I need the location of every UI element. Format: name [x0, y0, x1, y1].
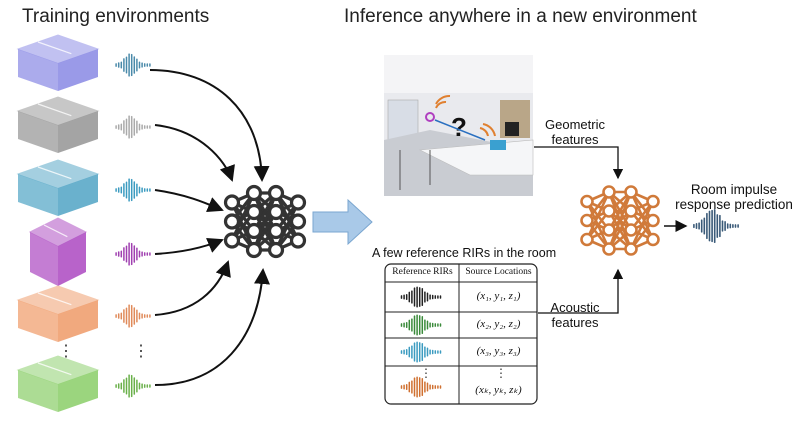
- infer-net-node-0-1: [580, 213, 594, 228]
- training-waveforms: [115, 53, 151, 398]
- training-title: Training environments: [22, 6, 210, 27]
- inference-network: [580, 185, 660, 256]
- geometric-arrow: [534, 146, 624, 180]
- training-waveform-5: [115, 304, 151, 328]
- infer-net-node-3-0: [646, 194, 660, 209]
- arrow-env1: [149, 69, 270, 182]
- infer-net-node-3-1: [646, 213, 660, 228]
- table-waveform-1: [400, 286, 442, 308]
- arrow-env4: [154, 237, 224, 255]
- arrow-env2: [154, 124, 235, 182]
- svg-text:?: ?: [451, 112, 467, 142]
- reference-table: ⋮ ⋮: [384, 263, 538, 405]
- train-net-node-1-1: [245, 203, 263, 221]
- inference-title: Inference anywhere in a new environment: [344, 6, 697, 27]
- infer-net-node-2-1: [624, 204, 638, 218]
- table-loc-k: (xₖ, yₖ, zₖ): [475, 384, 522, 396]
- infer-net-node-0-0: [580, 194, 594, 209]
- acoustic-arrow: [538, 268, 624, 314]
- train-net-node-2-3: [267, 241, 285, 259]
- train-net-node-0-2: [223, 232, 241, 249]
- room-model-3: [16, 159, 100, 216]
- training-waveform-6: [115, 374, 151, 398]
- waves-ellipsis: ⋮: [133, 343, 149, 360]
- infer-net-node-2-0: [624, 185, 638, 199]
- training-waveform-3: [115, 178, 151, 202]
- table-waveform-2: [400, 314, 442, 336]
- infer-net-node-1-1: [602, 204, 616, 218]
- output-waveform: [693, 208, 739, 244]
- room-model-1: [16, 34, 100, 91]
- train-net-node-3-2: [289, 232, 307, 249]
- train-net-node-0-0: [223, 194, 241, 211]
- rooms-ellipsis: ⋮: [58, 343, 74, 360]
- train-net-node-1-2: [245, 222, 263, 240]
- training-network: [223, 184, 307, 259]
- training-waveform-1: [115, 53, 151, 77]
- table-waveform-3: [400, 341, 442, 363]
- infer-net-node-1-3: [602, 242, 616, 256]
- room-model-6: [16, 355, 100, 412]
- train-net-node-2-1: [267, 203, 285, 221]
- training-rooms: [16, 34, 100, 412]
- room-model-4: [28, 217, 88, 286]
- output-waveform-bars: [693, 208, 739, 244]
- infer-net-node-1-0: [602, 185, 616, 199]
- table-wave-ellipsis: ⋮: [420, 366, 432, 380]
- table-loc-ellipsis: ⋮: [495, 366, 507, 380]
- table-waveform-4: [400, 376, 442, 398]
- table-loc-1: (x₁, y₁, z₁): [476, 290, 521, 302]
- room-model-5: [16, 285, 100, 342]
- infer-net-node-3-2: [646, 232, 660, 247]
- train-net-node-3-1: [289, 213, 307, 230]
- table-waveforms: [400, 286, 442, 398]
- infer-net-node-2-3: [624, 242, 638, 256]
- training-waveform-2: [115, 115, 151, 139]
- train-net-node-2-0: [267, 184, 285, 202]
- table-header-locations: Source Locations: [465, 267, 532, 277]
- train-net-node-1-0: [245, 184, 263, 202]
- room-photo: ?: [384, 55, 534, 196]
- train-net-node-2-2: [267, 222, 285, 240]
- arrow-env3: [154, 189, 224, 212]
- train-net-node-3-0: [289, 194, 307, 211]
- infer-net-node-1-2: [602, 223, 616, 237]
- arrow-env5: [154, 260, 231, 316]
- infer-net-node-2-2: [624, 223, 638, 237]
- train-net-node-0-1: [223, 213, 241, 230]
- infer-net-node-0-2: [580, 232, 594, 247]
- transfer-arrow: [312, 198, 373, 246]
- arrow-env6: [154, 268, 270, 386]
- training-waveform-4: [115, 242, 151, 266]
- train-net-node-1-3: [245, 241, 263, 259]
- few-refs-label: A few reference RIRs in the room: [372, 246, 557, 260]
- table-loc-2: (x₂, y₂, z₂): [476, 318, 521, 330]
- table-header-rirs: Reference RIRs: [392, 267, 453, 277]
- room-model-2: [16, 96, 100, 153]
- table-loc-3: (x₃, y₃, z₃): [476, 345, 521, 357]
